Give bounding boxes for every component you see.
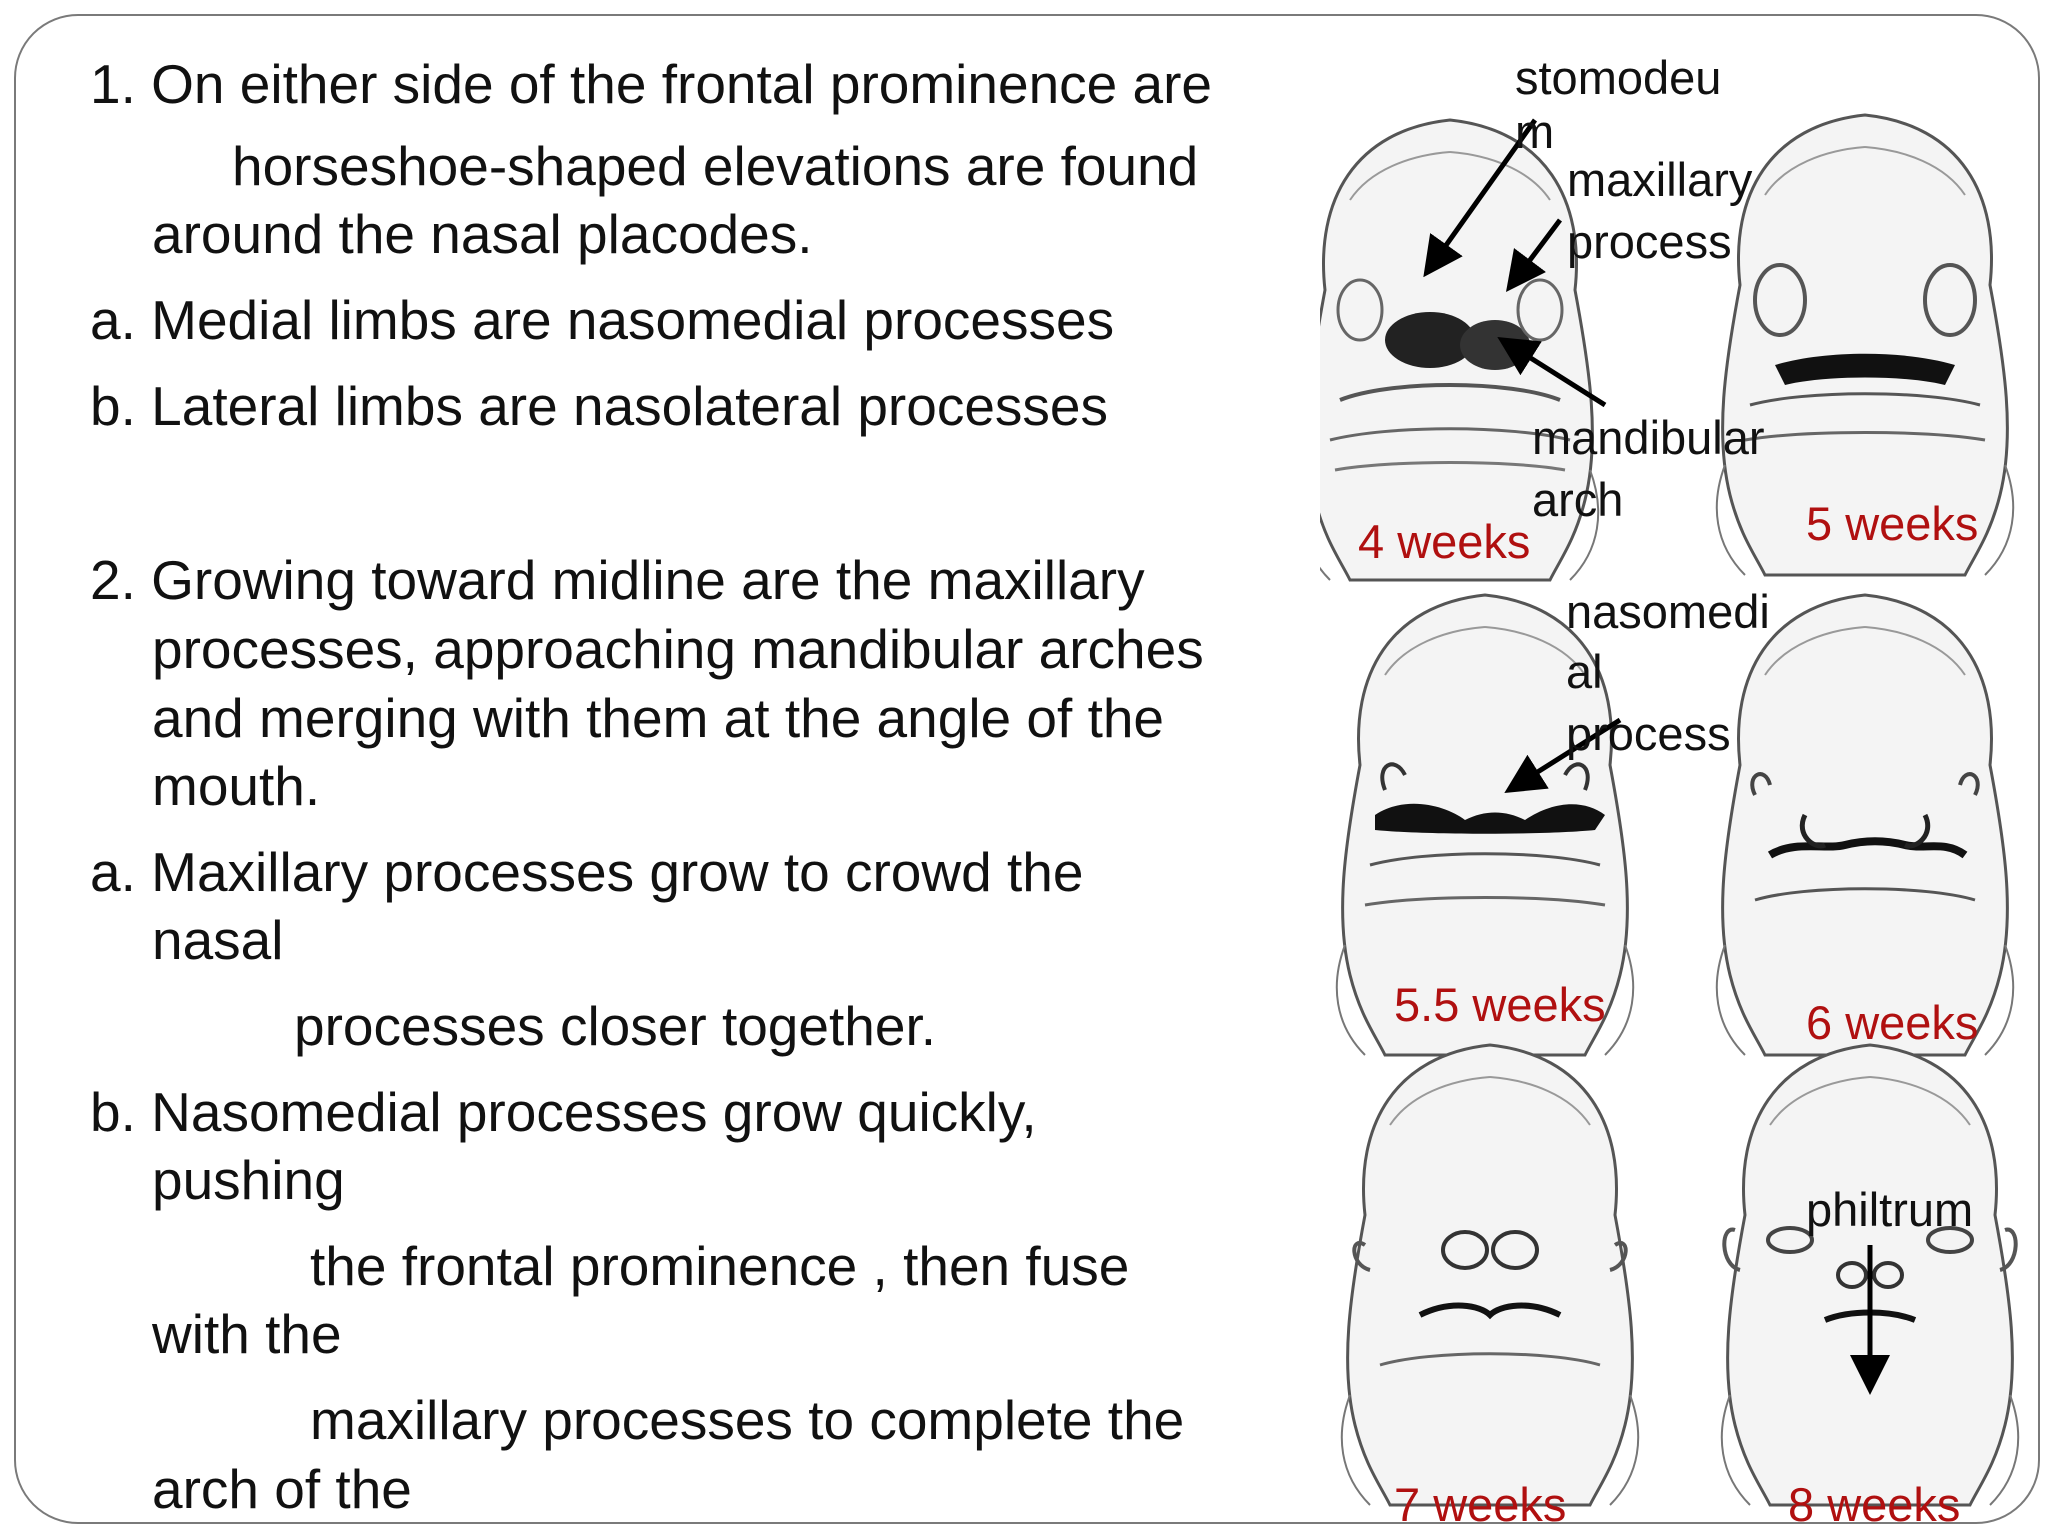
embryo-figure xyxy=(1320,50,2030,1530)
label-nasomedial-1: nasomedi xyxy=(1566,585,1770,638)
embryo-7-weeks xyxy=(1340,1043,1640,1507)
text-line-7: processes, approaching mandibular arches xyxy=(152,618,1204,680)
label-mandibular-2: arch xyxy=(1532,473,1624,526)
caption-5-5-weeks: 5.5 weeks xyxy=(1394,978,1606,1031)
text-line-5: b. Lateral limbs are nasolateral process… xyxy=(90,375,1109,437)
caption-8-weeks: 8 weeks xyxy=(1788,1478,1961,1531)
text-line-11: nasal xyxy=(152,909,284,971)
embryo-5-weeks xyxy=(1715,113,2015,577)
label-nasomedial-3: process xyxy=(1566,707,1731,760)
text-line-6: 2. Growing toward midline are the maxill… xyxy=(90,549,1145,611)
label-philtrum: philtrum xyxy=(1806,1183,1974,1236)
label-stomodeum-2: m xyxy=(1515,105,1555,158)
stomodeum-arrow xyxy=(1423,118,1538,278)
text-line-9: mouth. xyxy=(152,755,321,817)
slide-frame xyxy=(14,14,2040,1524)
label-mandibular-1: mandibular xyxy=(1532,411,1765,464)
caption-7-weeks: 7 weeks xyxy=(1394,1478,1567,1531)
text-line-1: 1. On either side of the frontal promine… xyxy=(90,53,1213,115)
text-line-18: arch of the xyxy=(152,1458,412,1520)
label-maxillary-2: process xyxy=(1567,215,1732,268)
label-stomodeum-1: stomodeu xyxy=(1515,51,1722,104)
mandibular-arrow xyxy=(1497,336,1607,408)
text-line-4: a. Medial limbs are nasomedial processes xyxy=(90,289,1115,351)
maxillary-arrow xyxy=(1506,218,1562,292)
text-line-10: a. Maxillary processes grow to crowd the xyxy=(90,841,1084,903)
text-line-16: with the xyxy=(152,1303,342,1365)
text-line-14: pushing xyxy=(152,1149,345,1211)
label-nasomedial-2: al xyxy=(1566,645,1603,698)
caption-5-weeks: 5 weeks xyxy=(1806,497,1979,550)
text-line-13: b. Nasomedial processes grow quickly, xyxy=(90,1081,1037,1143)
text-line-12: processes closer together. xyxy=(294,995,937,1057)
text-line-2: horseshoe-shaped elevations are found xyxy=(232,135,1199,197)
text-line-3: around the nasal placodes. xyxy=(152,203,813,265)
embryo-6-weeks xyxy=(1715,593,2015,1057)
label-maxillary-1: maxillary xyxy=(1567,153,1753,206)
caption-6-weeks: 6 weeks xyxy=(1806,996,1979,1049)
text-line-17: maxillary processes to complete the xyxy=(310,1389,1185,1451)
caption-4-weeks: 4 weeks xyxy=(1358,515,1531,568)
text-line-8: and merging with them at the angle of th… xyxy=(152,687,1165,749)
embryo-5-5-weeks xyxy=(1335,593,1635,1057)
nasomedial-arrow xyxy=(1504,717,1622,794)
text-line-15: the frontal prominence , then fuse xyxy=(310,1235,1130,1297)
